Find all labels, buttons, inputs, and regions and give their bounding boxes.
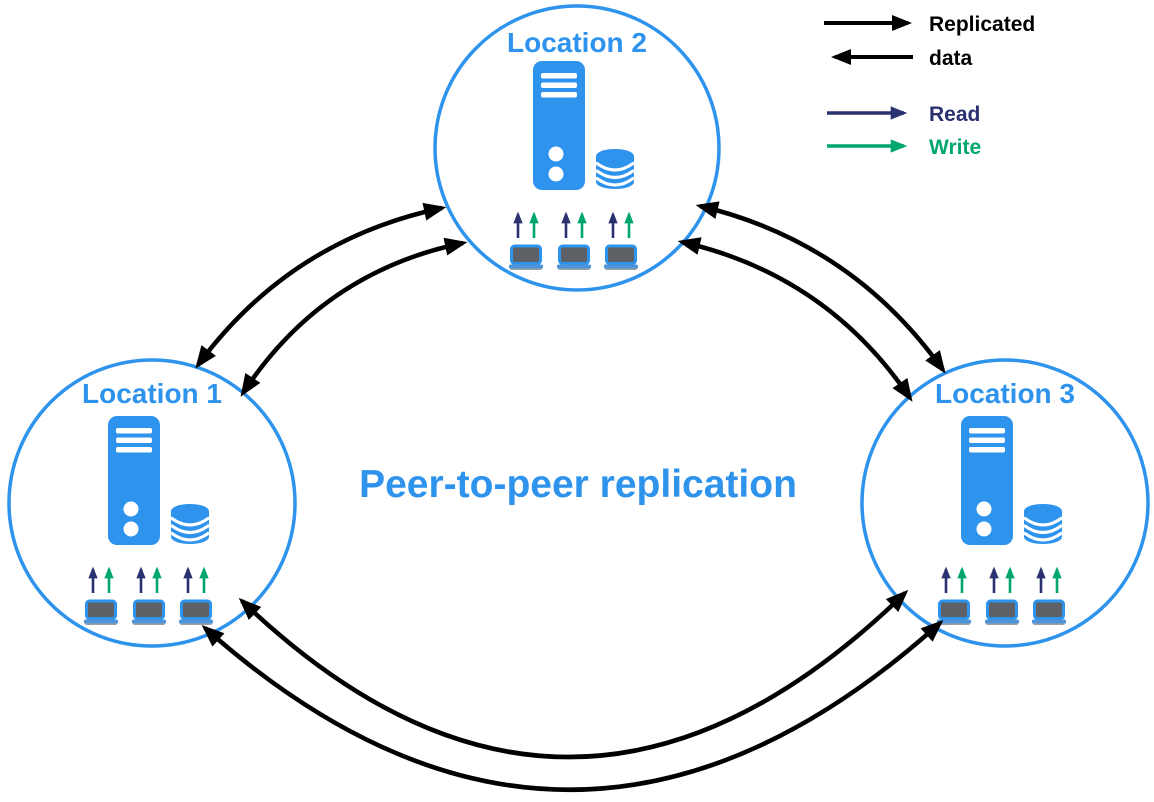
replication-arrow-1-2-outer (195, 202, 447, 369)
location-2-laptop-icon (555, 244, 593, 272)
diagram-title: Peer-to-peer replication (359, 463, 797, 506)
legend-write-label: Write (929, 136, 981, 159)
location-1-node: Location 1 (7, 358, 297, 648)
location-3-laptop-icon (935, 599, 973, 627)
location-2-server-icon (533, 61, 585, 190)
location-3-laptop-icon (1030, 599, 1068, 627)
location-2-laptop-icon (602, 244, 640, 272)
location-1-laptop-icon (177, 599, 215, 627)
replication-arrows (195, 201, 946, 792)
location-3-label: Location 3 (935, 378, 1075, 409)
location-1-database-icon (169, 502, 211, 546)
location-1-laptop-icon (130, 599, 168, 627)
location-1-label: Location 1 (82, 378, 222, 409)
replication-arrow-1-2-inner (240, 237, 468, 397)
location-3-node: Location 3 (860, 358, 1150, 648)
location-2-label: Location 2 (507, 27, 647, 58)
replication-arrow-1-3-inner (238, 589, 909, 760)
legend-read-label: Read (929, 103, 980, 126)
location-1-server-icon (108, 416, 160, 545)
location-3-database-icon (1022, 502, 1064, 546)
replication-arrow-2-3-inner (677, 237, 913, 402)
location-1-laptop-icon (82, 599, 120, 627)
location-3-laptop-icon (983, 599, 1021, 627)
legend-replicated-label-line2: data (929, 47, 973, 70)
location-2-laptop-icon (507, 244, 545, 272)
legend-replicated-label-line1: Replicated (929, 13, 1035, 36)
location-2-node: Location 2 (433, 4, 721, 292)
location-2-database-icon (594, 147, 636, 191)
legend: Replicated data Read Write (824, 13, 1035, 159)
location-3-server-icon (961, 416, 1013, 545)
replication-arrow-2-3-outer (695, 201, 946, 374)
replication-arrow-1-3-outer (201, 619, 944, 792)
